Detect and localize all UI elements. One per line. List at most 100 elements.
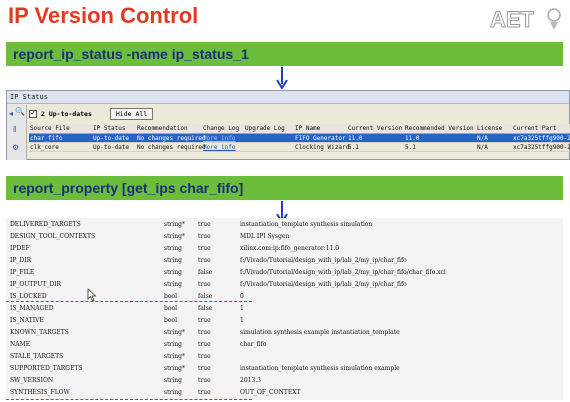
property-value: 0 — [240, 293, 244, 300]
property-type: string* — [164, 221, 185, 228]
cell-license: N/A — [477, 135, 488, 142]
table-row[interactable]: char_fifo Up-to-date No changes required… — [29, 134, 570, 143]
table-row[interactable]: clk_core Up-to-date No changes required … — [29, 143, 570, 152]
property-readonly: true — [198, 281, 211, 288]
cell-source-file: clk_core — [30, 144, 59, 151]
property-readonly: true — [198, 317, 211, 324]
change-log-link[interactable]: More info — [203, 135, 236, 142]
property-value: f:/Vivado/Tutorial/design_with_ip/lab_2/… — [240, 281, 407, 288]
page-title: IP Version Control — [8, 3, 199, 28]
column-header[interactable]: Recommended Version — [405, 125, 474, 132]
property-value: instantiation_template synthesis simulat… — [240, 365, 400, 372]
cell-ip-name: Clocking Wizard — [295, 144, 350, 151]
property-readonly: true — [198, 365, 211, 372]
property-type: string — [164, 269, 182, 276]
property-type: string* — [164, 353, 185, 360]
cell-recommended-version: 5.1 — [405, 144, 416, 151]
ip-status-panel: IP Status ◂ 🔍 ‖ ⚙ ✓ 2 Up-to-dates Hide A… — [6, 90, 570, 160]
property-row: DELIVERED_TARGETS string* true instantiatio… — [6, 218, 563, 230]
cell-recommended-version: 11.0 — [405, 135, 420, 142]
pause-icon[interactable]: ‖ — [13, 125, 17, 134]
property-name: IP_FILE — [10, 269, 35, 276]
cell-current-part: xc7a325tffg900-2 — [513, 135, 570, 142]
property-value: f:/Vivado/Tutorial/design_with_ip/lab_2/… — [240, 257, 407, 264]
property-value: xilinx.com:ip:fifo_generator:11.0 — [240, 245, 340, 252]
property-name: DESIGN_TOOL_CONTEXTS — [10, 233, 96, 240]
property-name: SYNTHESIS_FLOW — [10, 389, 70, 396]
property-readonly: true — [198, 377, 211, 384]
column-header[interactable]: IP Status — [93, 125, 126, 132]
property-value: f:/Vivado/Tutorial/design_with_ip/lab_2/… — [240, 269, 446, 276]
column-header[interactable]: Change Log — [203, 125, 240, 132]
property-type: string* — [164, 329, 185, 336]
search-icon[interactable]: 🔍 — [15, 107, 25, 116]
column-header[interactable]: License — [477, 125, 503, 132]
column-header[interactable]: Recommendation — [137, 125, 188, 132]
highlight-dash-line — [6, 301, 252, 302]
property-row: SUPPORTED_TARGETS string* true instantiatio… — [6, 362, 563, 374]
property-listing: DELIVERED_TARGETS string* true instantiatio… — [6, 218, 563, 400]
highlight-dash-line — [6, 399, 252, 400]
property-type: string* — [164, 365, 185, 372]
uptodate-checkbox[interactable]: ✓ — [29, 110, 37, 118]
property-readonly: true — [198, 353, 211, 360]
side-toolbar: ◂ 🔍 ‖ ⚙ — [7, 105, 27, 160]
column-header[interactable]: Source File — [30, 125, 70, 132]
property-name: IP_OUTPUT_DIR — [10, 281, 62, 288]
column-header[interactable]: Upgrade Log — [245, 125, 285, 132]
property-name: IP_DIR — [10, 257, 32, 264]
property-row: IS_NATIVE bool true 1 — [6, 314, 563, 326]
property-value: simulation synthesis example instantiati… — [240, 329, 400, 336]
collapse-icon[interactable]: ◂ — [9, 109, 14, 118]
status-toolbar: ✓ 2 Up-to-dates Hide All — [29, 107, 154, 121]
property-readonly: true — [198, 341, 211, 348]
property-name: KNOWN_TARGETS — [10, 329, 69, 336]
property-type: string — [164, 257, 182, 264]
property-readonly: false — [198, 269, 213, 276]
property-type: string* — [164, 233, 185, 240]
command-banner-report-property: report_property [get_ips char_fifo] — [6, 176, 563, 200]
property-type: string — [164, 281, 182, 288]
property-readonly: false — [198, 293, 213, 300]
down-arrow-icon — [276, 67, 288, 89]
command-banner-ip-status: report_ip_status -name ip_status_1 — [6, 42, 563, 66]
property-name: DELIVERED_TARGETS — [10, 221, 81, 228]
property-readonly: false — [198, 305, 213, 312]
change-log-link[interactable]: More info — [203, 144, 236, 151]
property-type: string — [164, 341, 182, 348]
column-header[interactable]: Current Part — [513, 125, 557, 132]
property-type: bool — [164, 317, 177, 324]
property-row: SYNTHESIS_FLOW string true OUT_OF_CONTEXT — [6, 386, 563, 398]
panel-title: IP Status — [7, 91, 569, 104]
uptodate-label: 2 Up-to-dates — [41, 110, 92, 118]
property-name: STALE_TARGETS — [10, 353, 64, 360]
property-value: 2013.3 — [240, 377, 261, 384]
property-type: string — [164, 389, 182, 396]
logo-text: AET — [490, 7, 535, 32]
property-value: 1 — [240, 317, 244, 324]
cell-recommendation: No changes required — [137, 144, 206, 151]
table-header: Source File IP Status Recommendation Cha… — [29, 124, 570, 134]
property-readonly: true — [198, 245, 211, 252]
hide-all-button[interactable]: Hide All — [109, 108, 154, 120]
column-header[interactable]: Current Version — [348, 125, 403, 132]
property-name: IS_NATIVE — [10, 317, 44, 324]
property-name: IPDEF — [10, 245, 30, 252]
column-header[interactable]: IP Name — [295, 125, 321, 132]
property-type: string — [164, 377, 182, 384]
property-readonly: true — [198, 221, 211, 228]
aet-logo: AET — [488, 6, 564, 34]
gear-icon[interactable]: ⚙ — [12, 143, 20, 152]
property-name: SUPPORTED_TARGETS — [10, 365, 83, 372]
property-value: instantiation_template synthesis simulat… — [240, 221, 373, 228]
property-readonly: true — [198, 389, 211, 396]
property-value: OUT_OF_CONTEXT — [240, 389, 301, 396]
property-type: bool — [164, 293, 177, 300]
